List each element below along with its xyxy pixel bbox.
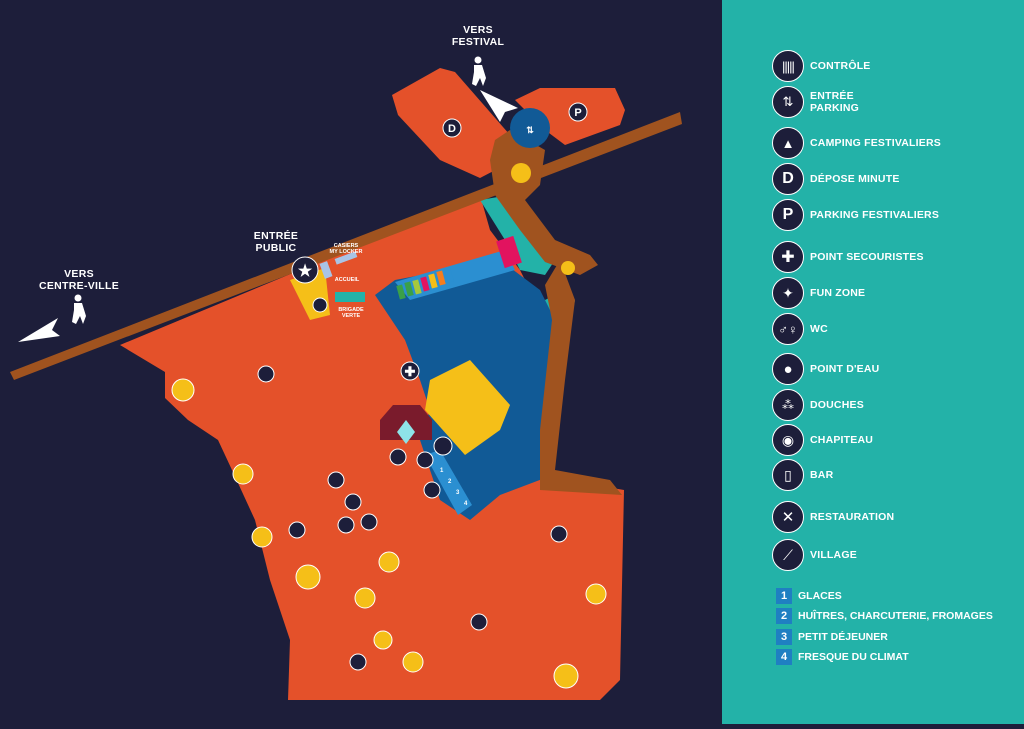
deckchair-icon: ⟋ [772, 539, 804, 571]
legend-numbered-4: 4 FRESQUE DU CLIMAT [776, 649, 909, 665]
barcode-icon: ||||| [772, 50, 804, 82]
label-vers-centre-ville: VERS CENTRE-VILLE [38, 268, 120, 292]
map-icon-glyphs: D P ★ ✚ ⇅ [298, 107, 582, 379]
side-road [540, 260, 622, 495]
shower-icon: ⁂ [772, 389, 804, 421]
legend-item-douches: ⁂ DOUCHES [772, 389, 864, 421]
fun-zone-icon: ✦ [772, 277, 804, 309]
brigade-building [335, 292, 365, 302]
parking-entry-circle [510, 108, 550, 148]
map-icons [257, 102, 588, 671]
label-vers-festival: VERS FESTIVAL [451, 24, 505, 48]
legend-item-fun-zone: ✦ FUN ZONE [772, 277, 865, 309]
market-stalls [396, 267, 454, 300]
first-aid-icon: ✚ [772, 241, 804, 273]
parking-icon: P [772, 199, 804, 231]
legend-item-parking: P PARKING FESTIVALIERS [772, 199, 939, 231]
legend-item-chapiteau: ◉ CHAPITEAU [772, 424, 873, 456]
pedestrian-icons [72, 56, 486, 324]
teal-band [480, 195, 555, 275]
tent-icon: ▲ [772, 127, 804, 159]
main-stage-area [425, 360, 510, 455]
arrow-festival-icon [480, 90, 518, 122]
label-casiers: CASIERS MY LOCKER [329, 243, 363, 255]
legend-item-entree-parking: ⇅ ENTRÉE PARKING [772, 86, 859, 118]
village-num-4: 4 [464, 501, 468, 507]
label-brigade-verte: BRIGADE VERTE [338, 307, 364, 319]
village-num-3: 3 [456, 490, 460, 496]
legend-item-bar: ▯ BAR [772, 459, 833, 491]
legend-item-village: ⟋ VILLAGE [772, 539, 857, 571]
water-drop-icon: ● [772, 353, 804, 385]
svg-text:D: D [448, 123, 456, 135]
svg-text:★: ★ [298, 263, 313, 280]
svg-text:P: P [574, 107, 581, 119]
beer-icon: ▯ [772, 459, 804, 491]
legend-item-depose-minute: D DÉPOSE MINUTE [772, 163, 900, 195]
legend-item-restauration: ✕ RESTAURATION [772, 501, 894, 533]
legend-item-controle: ||||| CONTRÔLE [772, 50, 871, 82]
legend-numbered-3: 3 PETIT DÉJEUNER [776, 629, 888, 645]
legend-item-point-eau: ● POINT D'EAU [772, 353, 879, 385]
roundabout-yellow-2 [561, 261, 575, 275]
roundabout-yellow [511, 163, 531, 183]
village-num-2: 2 [448, 479, 452, 485]
drop-off-icon: D [772, 163, 804, 195]
legend-numbered-2: 2 HUÎTRES, CHARCUTERIE, FROMAGES [776, 608, 993, 624]
svg-text:✚: ✚ [405, 364, 416, 379]
fork-knife-icon: ✕ [772, 501, 804, 533]
map-canvas: D P ★ ✚ ⇅ 1 2 3 4 [10, 56, 682, 700]
tree-icons [171, 378, 607, 689]
village-strip [425, 450, 472, 515]
legend-item-secouristes: ✚ POINT SECOURISTES [772, 241, 924, 273]
chapiteau-diamond [397, 420, 415, 444]
legend-panel: ||||| CONTRÔLE ⇅ ENTRÉE PARKING ▲ CAMPIN… [722, 0, 1024, 724]
label-accueil: ACCUEIL [334, 277, 360, 283]
legend-item-camping: ▲ CAMPING FESTIVALIERS [772, 127, 941, 159]
festival-map: D P ★ ✚ ⇅ 1 2 3 4 VERS FESTIVAL VERS CEN… [10, 24, 682, 700]
svg-text:⇅: ⇅ [526, 125, 534, 135]
label-entree-public: ENTRÉE PUBLIC [253, 230, 299, 254]
village-number-labels: 1 2 3 4 [440, 468, 468, 507]
locker-building [334, 251, 358, 265]
arrow-centre-ville-icon [18, 318, 60, 342]
wc-icon: ♂♀ [772, 313, 804, 345]
legend-item-wc: ♂♀ WC [772, 313, 828, 345]
speaker-icon: ◉ [772, 424, 804, 456]
car-entry-icon: ⇅ [772, 86, 804, 118]
accueil-building [319, 261, 333, 279]
village-num-1: 1 [440, 468, 444, 474]
pink-block [496, 235, 522, 269]
legend-numbered-1: 1 GLACES [776, 588, 842, 604]
